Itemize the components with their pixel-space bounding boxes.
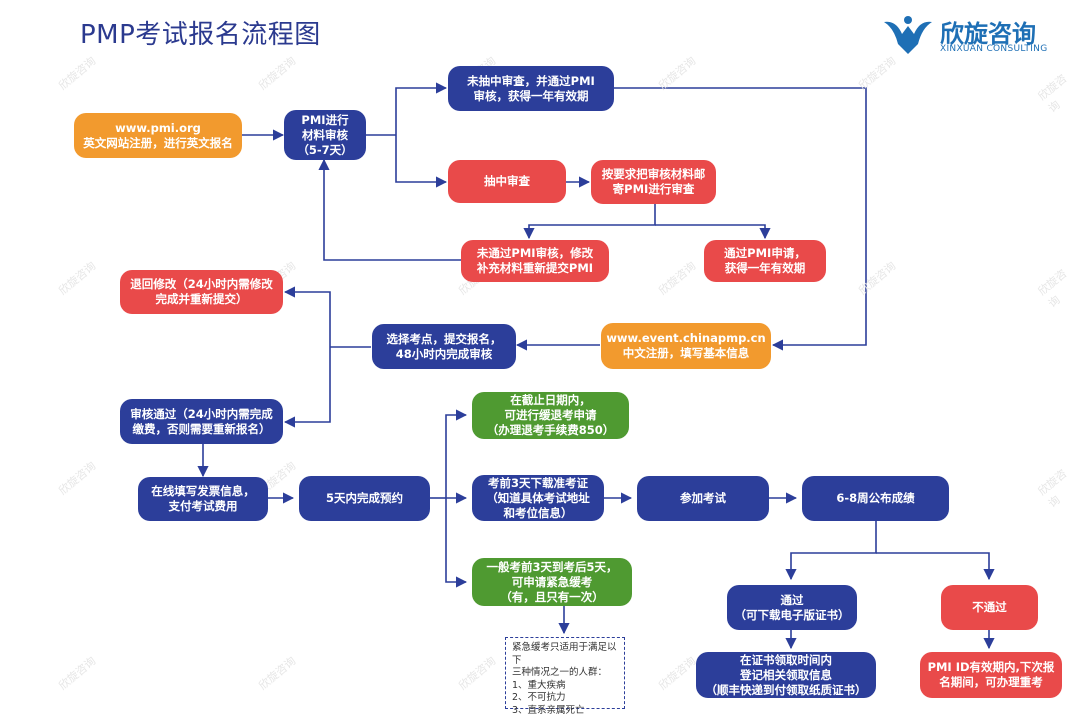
- arrow-fail-to-review: [318, 158, 461, 261]
- node-emergency-deferral: 一般考前3天到考后5天， 可申请紧急缓考 （有，且只有一次）: [472, 558, 632, 606]
- node-audit-fail: 未通过PMI审核，修改 补充材料重新提交PMI: [461, 240, 609, 282]
- arrow-site-to-return: [283, 286, 331, 347]
- node-certificate-claim: 在证书领取时间内 登记相关领取信息 （顺丰快递到付领取纸质证书）: [696, 652, 876, 698]
- arrow-results-to-fail: [876, 552, 995, 581]
- node-review-pass-pay: 审核通过（24小时内需完成 缴费，否则需要重新报名）: [120, 399, 283, 444]
- node-pmi-org-register: www.pmi.org 英文网站注册，进行英文报名: [74, 113, 242, 158]
- node-results: 6-8周公布成绩: [802, 476, 949, 521]
- node-pass-certificate: 通过 （可下载电子版证书）: [727, 585, 857, 630]
- arrow-review-to-audited: [395, 135, 448, 188]
- node-retake: PMI ID有效期内,下次报 名期间，可办理重考: [920, 652, 1062, 698]
- brand-logo: 欣旋咨询 XINXUAN CONSULTING: [882, 14, 1052, 56]
- arrow-mail-to-pass: [655, 224, 771, 240]
- node-mail-materials: 按要求把审核材料邮 寄PMI进行审查: [591, 160, 716, 204]
- node-reserve-5days: 5天内完成预约: [299, 476, 430, 521]
- arrow-site-to-review-pass: [283, 347, 331, 428]
- node-audit-pass: 通过PMI申请， 获得一年有效期: [704, 240, 826, 282]
- node-refund-deferral: 在截止日期内， 可进行缓退考申请 （办理退考手续费850）: [472, 392, 629, 439]
- node-not-audited-pass: 未抽中审查，并通过PMI 审核，获得一年有效期: [448, 66, 614, 111]
- arrow-results-branch: [785, 521, 877, 581]
- arrow-reserve-to-refund: [445, 409, 468, 498]
- node-invoice-payment: 在线填写发票信息， 支付考试费用: [138, 477, 268, 521]
- note-emergency-conditions: 紧急缓考只适用于满足以下 三种情况之一的人群： 1、重大疾病 2、不可抗力 3、…: [505, 637, 625, 716]
- node-pmi-material-review: PMI进行 材料审核 （5-7天）: [284, 110, 366, 160]
- node-download-admission: 考前3天下载准考证 （知道具体考试地址 和考位信息）: [472, 475, 604, 521]
- logo-text-cn: 欣旋咨询: [940, 20, 1036, 48]
- page-title: PMP考试报名流程图: [80, 20, 321, 50]
- logo-text-en: XINXUAN CONSULTING: [940, 44, 1048, 54]
- node-choose-exam-site: 选择考点，提交报名， 48小时内完成审核: [372, 324, 516, 369]
- arrow-review-to-not-audited: [395, 82, 448, 135]
- logo-mark-icon: [884, 16, 932, 54]
- node-fail: 不通过: [941, 585, 1038, 630]
- node-audited: 抽中审查: [448, 160, 566, 203]
- node-chinapmp-register: www.event.chinapmp.cn 中文注册，填写基本信息: [601, 323, 771, 369]
- arrow-reserve-to-emergency: [445, 498, 468, 588]
- arrow-not-audited-to-chinapmp: [614, 87, 867, 351]
- node-return-modify: 退回修改（24小时内需修改 完成并重新提交）: [120, 270, 283, 314]
- arrow-mail-branch: [523, 204, 656, 240]
- node-take-exam: 参加考试: [637, 476, 769, 521]
